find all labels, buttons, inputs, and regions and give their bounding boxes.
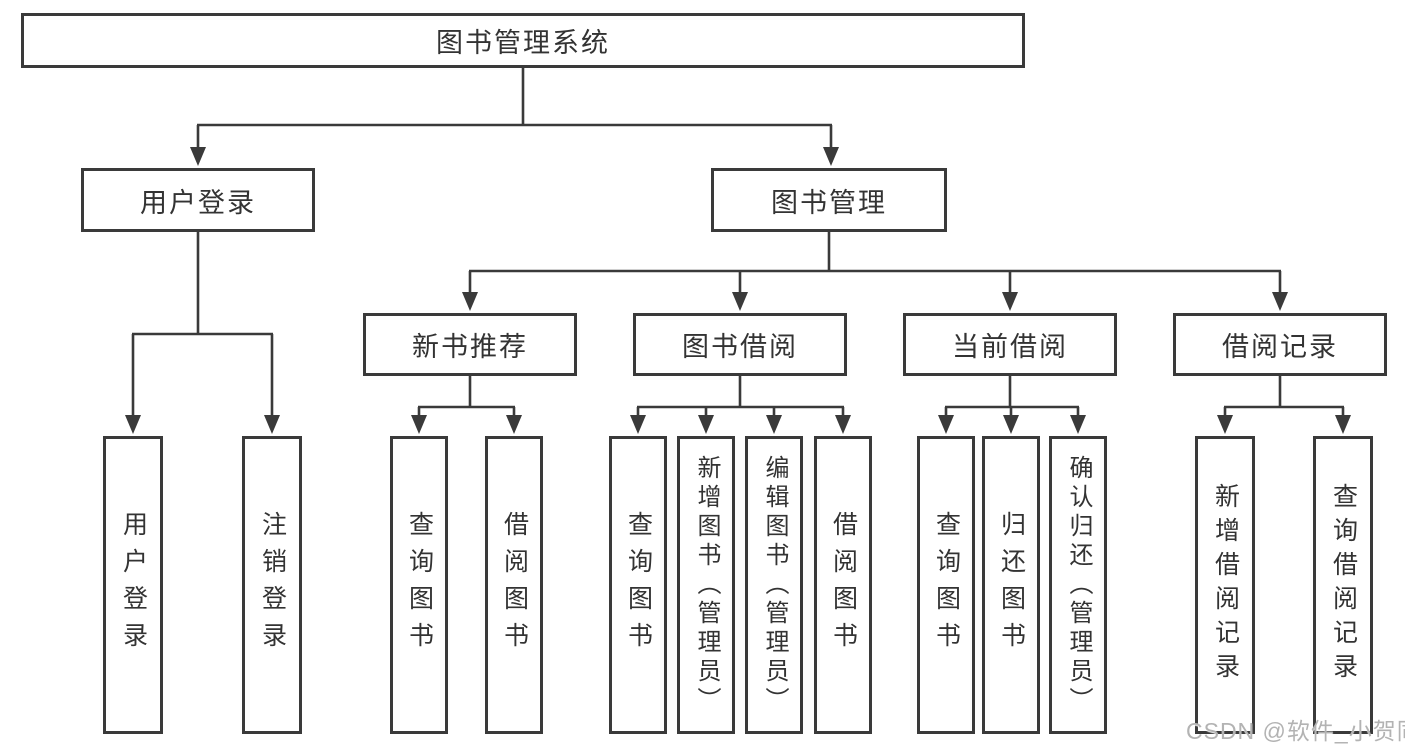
node-bb-add-label: 新增图书（管理员）: [693, 454, 720, 716]
node-br-query: 查询借阅记录: [1313, 436, 1373, 734]
node-cb-query: 查询图书: [917, 436, 975, 734]
node-borrow-records: 借阅记录: [1173, 313, 1387, 376]
node-cb-return: 归还图书: [982, 436, 1040, 734]
node-bb-borrow-label: 借阅图书: [829, 511, 858, 659]
node-logout-label: 注销登录: [258, 511, 287, 659]
node-cb-return-label: 归还图书: [997, 511, 1026, 659]
connector-current-borrow-children: [938, 376, 1086, 434]
node-bb-add: 新增图书（管理员）: [677, 436, 735, 734]
node-login: 用户登录: [103, 436, 163, 734]
node-root-label: 图书管理系统: [436, 28, 610, 58]
node-new-book-rec: 新书推荐: [363, 313, 577, 376]
node-borrow-records-label: 借阅记录: [1222, 332, 1338, 362]
node-current-borrow-label: 当前借阅: [952, 332, 1068, 362]
node-br-add-label: 新增借阅记录: [1211, 483, 1240, 687]
node-bb-query: 查询图书: [609, 436, 667, 734]
connector-root-to-level2: [190, 68, 839, 166]
node-bb-borrow: 借阅图书: [814, 436, 872, 734]
node-root: 图书管理系统: [21, 13, 1025, 68]
node-cb-confirm-label: 确认归还（管理员）: [1065, 454, 1092, 716]
node-book-mgmt-label: 图书管理: [771, 187, 887, 218]
node-nbr-borrow-label: 借阅图书: [500, 511, 529, 659]
node-user-login-label: 用户登录: [140, 187, 256, 218]
node-book-borrow-label: 图书借阅: [682, 332, 798, 362]
csdn-watermark: CSDN @软件_小贺同学: [1186, 718, 1405, 744]
node-bb-edit-label: 编辑图书（管理员）: [761, 454, 788, 716]
node-bb-query-label: 查询图书: [624, 511, 653, 659]
node-logout: 注销登录: [242, 436, 302, 734]
connector-borrow-records-children: [1217, 376, 1351, 434]
connector-book-borrow-children: [630, 376, 851, 434]
node-nbr-query-label: 查询图书: [405, 511, 434, 659]
node-cb-confirm: 确认归还（管理员）: [1049, 436, 1107, 734]
node-bb-edit: 编辑图书（管理员）: [745, 436, 803, 734]
node-br-query-label: 查询借阅记录: [1329, 483, 1358, 687]
connector-new-book-rec-children: [411, 376, 522, 434]
node-book-mgmt: 图书管理: [711, 168, 947, 232]
connector-user-login-children: [125, 232, 280, 434]
node-user-login: 用户登录: [81, 168, 315, 232]
node-current-borrow: 当前借阅: [903, 313, 1117, 376]
node-br-add: 新增借阅记录: [1195, 436, 1255, 734]
node-cb-query-label: 查询图书: [932, 511, 961, 659]
node-login-label: 用户登录: [119, 511, 148, 659]
node-nbr-query: 查询图书: [390, 436, 448, 734]
connector-book-mgmt-to-level3: [462, 232, 1288, 311]
node-book-borrow: 图书借阅: [633, 313, 847, 376]
node-nbr-borrow: 借阅图书: [485, 436, 543, 734]
node-new-book-rec-label: 新书推荐: [412, 332, 528, 362]
